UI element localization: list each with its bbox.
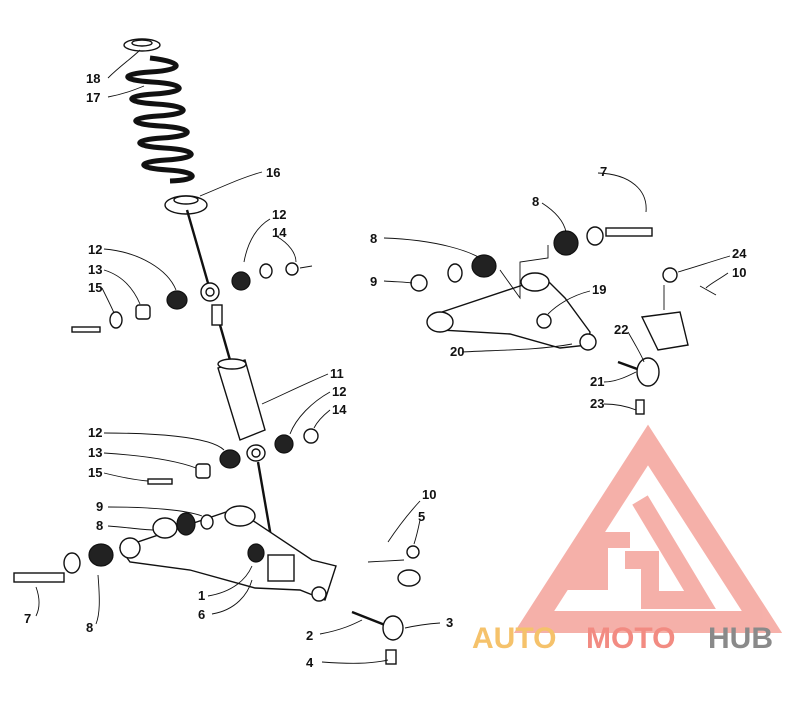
- upper-a-arm: [426, 272, 597, 351]
- callout-13-top-left: 13: [88, 262, 102, 277]
- lower-hardware-left: [147, 449, 241, 485]
- callout-9-left: 9: [96, 499, 103, 514]
- upper-hardware-right: [231, 262, 313, 291]
- callout-11: 11: [330, 366, 344, 381]
- callout-24: 24: [732, 246, 747, 261]
- wordmark-moto: MOTO: [586, 622, 675, 655]
- callout-12-mid-right: 12: [332, 384, 346, 399]
- callout-3: 3: [446, 615, 453, 630]
- coil-spring: [125, 55, 195, 184]
- upper-ball-joint: [617, 311, 689, 415]
- lower-ball-joint: [351, 610, 404, 665]
- callout-19: 19: [592, 282, 606, 297]
- shock-absorber-body: [217, 358, 266, 441]
- callout-15-mid-left: 15: [88, 465, 102, 480]
- callout-8-left-bottom: 8: [86, 620, 93, 635]
- callout-7-left: 7: [24, 611, 31, 626]
- lower-a-arm: [118, 505, 337, 602]
- callout-10-lower: 10: [422, 487, 436, 502]
- lower-hardware-right: [274, 428, 319, 454]
- callout-17: 17: [86, 90, 100, 105]
- callout-18: 18: [86, 71, 100, 86]
- callout-4: 4: [306, 655, 314, 670]
- spring-seat: [164, 195, 208, 215]
- callout-9-right: 9: [370, 274, 377, 289]
- callout-15-top-left: 15: [88, 280, 102, 295]
- lower-arm-bushings-rear: [152, 512, 214, 539]
- wordmark-hub: HUB: [708, 622, 773, 655]
- lower-arm-mount-bushing: [247, 543, 265, 563]
- callout-7-right: 7: [600, 164, 607, 179]
- shock-upper-eye: [200, 282, 223, 326]
- upper-arm-assembly-line: [499, 245, 549, 300]
- lower-arm-bushings-left: [13, 543, 114, 583]
- callout-labels: 18 17 16 12 14 12 13 15 11 12 14 12 13 1…: [24, 71, 747, 670]
- callout-14-mid-right: 14: [332, 402, 347, 417]
- wordmark-auto: AUTO: [472, 622, 556, 655]
- callout-5: 5: [418, 509, 425, 524]
- callout-12-top-left: 12: [88, 242, 102, 257]
- shock-rod-lower: [218, 324, 232, 361]
- callout-8-right-top: 8: [532, 194, 539, 209]
- callout-14-top-right: 14: [272, 225, 287, 240]
- upper-arm-bushings: [410, 226, 653, 329]
- automotohub-logo: [513, 424, 783, 633]
- callout-13-mid-left: 13: [88, 445, 102, 460]
- spring-cap: [123, 38, 161, 52]
- callout-12-top-right: 12: [272, 207, 286, 222]
- upper-cotter-hardware: [662, 267, 717, 310]
- callout-21: 21: [590, 374, 604, 389]
- callout-23: 23: [590, 396, 604, 411]
- shock-rod-upper: [185, 209, 212, 291]
- callout-16: 16: [266, 165, 280, 180]
- callout-6: 6: [198, 607, 205, 622]
- shock-lower-eye: [246, 444, 266, 462]
- upper-hardware-left: [71, 290, 188, 333]
- callout-12-mid-left: 12: [88, 425, 102, 440]
- callout-10-upper: 10: [732, 265, 746, 280]
- automotohub-wordmark: AUTO MOTO HUB: [472, 622, 773, 655]
- callout-20: 20: [450, 344, 464, 359]
- callout-2: 2: [306, 628, 313, 643]
- lower-pin-washer: [367, 545, 421, 587]
- callout-1: 1: [198, 588, 205, 603]
- callout-22: 22: [614, 322, 628, 337]
- callout-8-right-mid: 8: [370, 231, 377, 246]
- leader-lines: [35, 49, 731, 664]
- callout-8-left-top: 8: [96, 518, 103, 533]
